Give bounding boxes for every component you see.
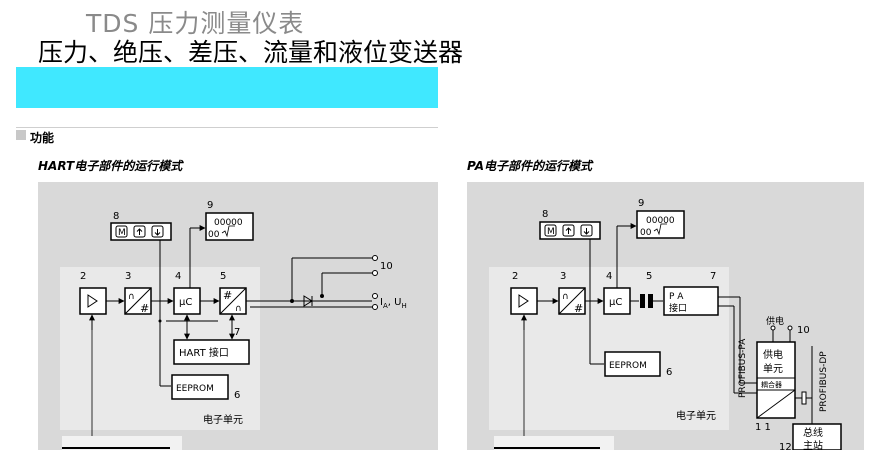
display-digits: 00000	[214, 218, 243, 228]
r-key-m-label: M	[547, 227, 555, 237]
eeprom-label: EEPROM	[176, 384, 214, 394]
supply-unit-line1: 供电	[763, 348, 783, 361]
label-7: 7	[234, 327, 240, 338]
coupler-label: 耦合器	[761, 380, 782, 389]
label-5: 5	[220, 271, 226, 282]
sensor-strip	[62, 436, 182, 450]
r-electronics-unit-label: 电子单元	[676, 409, 716, 422]
output-label: IA, UH	[380, 297, 407, 310]
r-key-m	[544, 224, 557, 237]
hart-interface-label: HART 接口	[179, 346, 229, 359]
r-eeprom-block	[604, 351, 661, 377]
digital-symbol: #	[140, 302, 149, 315]
r-pa-line1: P A	[669, 292, 684, 302]
r-pa-interface-block	[663, 286, 719, 316]
label-10: 10	[380, 261, 393, 272]
key-m-label: M	[118, 228, 126, 238]
r-isolator-bar-2	[648, 294, 653, 308]
r-amplifier-icon	[518, 294, 529, 308]
r-eeprom-label: EEPROM	[609, 361, 647, 371]
left-hart-diagram: 8 M 9 00000 00 2 3 ∩ # 4 μC 5 # ∩ 7 HAR	[38, 182, 438, 450]
terminal-2	[372, 270, 378, 276]
supply-unit-line2: 单元	[763, 363, 783, 375]
r-arrow-down-icon	[583, 228, 590, 235]
hart-interface-block	[173, 339, 250, 365]
document-title: TDS 压力测量仪表	[86, 9, 305, 38]
r-label-4: 4	[606, 271, 612, 282]
diode-icon	[303, 295, 313, 307]
analog-symbol: ∩	[128, 292, 135, 302]
r-label-9: 9	[638, 198, 644, 209]
r-sensor-strip	[494, 436, 614, 450]
profibus-pa-label: PROFIBUS-PA	[738, 338, 748, 398]
r-label-7: 7	[710, 271, 716, 282]
section-marker	[16, 130, 26, 140]
bus-master-block	[792, 423, 842, 450]
label-6: 6	[234, 390, 240, 401]
r-label-5: 5	[646, 271, 652, 282]
r-pa-line2: 接口	[669, 302, 687, 314]
analog-symbol-2: ∩	[235, 304, 242, 314]
label-2: 2	[80, 271, 86, 282]
amplifier-icon	[87, 294, 98, 308]
label-3: 3	[125, 271, 131, 282]
right-pa-diagram: 8 M 9 00000 00 2 3 ∩ # 4 μC 5 7 P A 接口 E…	[467, 182, 864, 450]
label-4: 4	[175, 271, 181, 282]
r-amplifier-block	[510, 287, 538, 315]
header-band	[16, 67, 438, 108]
r-label-8: 8	[542, 209, 548, 220]
divider	[16, 127, 438, 128]
electronics-unit-label: 电子单元	[203, 413, 243, 426]
digital-symbol-2: #	[223, 289, 232, 302]
r-isolator-bar-1	[640, 294, 645, 308]
svg-text:∩: ∩	[562, 292, 569, 302]
right-diagram-caption: PA电子部件的运行模式	[467, 159, 592, 173]
r-label-2: 2	[512, 271, 518, 282]
r-label-10: 10	[797, 325, 810, 336]
bus-master-line1: 总线	[803, 426, 823, 439]
label-8: 8	[113, 211, 119, 222]
arrow-down-icon	[154, 229, 161, 236]
label-9: 9	[207, 200, 213, 211]
document-subtitle: 压力、绝压、差压、流量和液位变送器	[38, 38, 464, 67]
uc-label: μC	[179, 297, 192, 308]
r-arrow-up-icon	[565, 227, 572, 234]
r-label-6: 6	[666, 367, 672, 378]
r-sqrt-icon	[653, 223, 667, 236]
svg-text:#: #	[574, 302, 583, 315]
r-uc-label: μC	[609, 297, 622, 308]
r-label-11: 1 1	[755, 422, 771, 433]
r-display-small: 00	[640, 228, 652, 238]
profibus-dp-label: PROFIBUS-DP	[819, 351, 829, 412]
display	[205, 212, 254, 241]
terminal-3	[372, 293, 378, 299]
amplifier-block	[79, 287, 107, 315]
terminal-4	[372, 304, 378, 310]
left-diagram-caption: HART电子部件的运行模式	[38, 159, 183, 173]
power-label: 供电	[766, 315, 784, 327]
sqrt-icon	[221, 225, 235, 238]
r-label-3: 3	[560, 271, 566, 282]
da-diagonal	[219, 287, 247, 315]
supply-unit-block	[756, 341, 796, 419]
r-label-12: 12	[779, 442, 792, 450]
display-small: 00	[208, 230, 220, 240]
eeprom-block	[171, 374, 229, 400]
terminal-1	[372, 255, 378, 261]
ad-diagonal	[124, 287, 152, 315]
section-title: 功能	[30, 131, 55, 145]
bus-master-line2: 主站	[803, 439, 823, 450]
arrow-up-icon	[136, 228, 143, 235]
key-m	[115, 225, 128, 238]
r-display-digits: 00000	[646, 216, 675, 226]
